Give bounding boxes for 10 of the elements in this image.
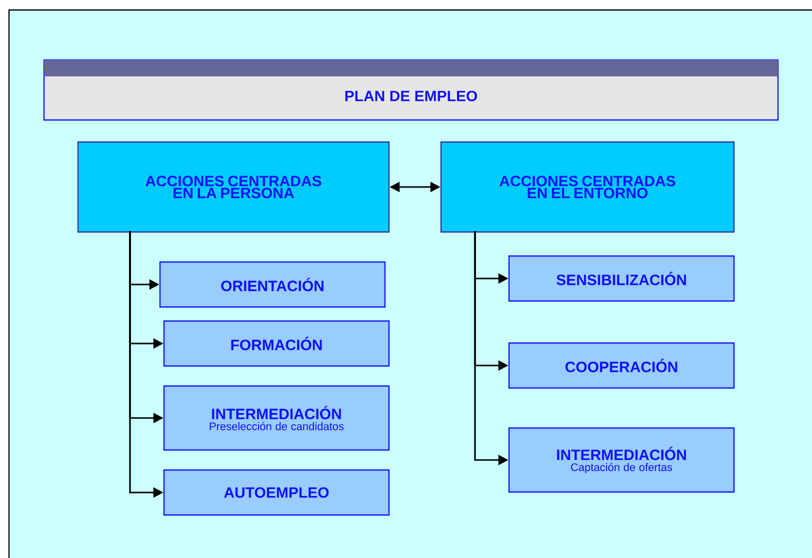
title-banner: PLAN DE EMPLEO — [43, 59, 779, 121]
category-box: ACCIONES CENTRADAS EN EL ENTORNO — [440, 141, 735, 233]
action-box: ORIENTACIÓN — [159, 261, 386, 308]
action-box: AUTOEMPLEO — [163, 469, 390, 516]
action-box: INTERMEDIACIÓN Captación de ofertas — [508, 427, 735, 493]
action-box: INTERMEDIACIÓN Preselección de candidatos — [163, 385, 390, 451]
action-box: COOPERACIÓN — [508, 342, 735, 389]
action-box: FORMACIÓN — [163, 320, 390, 367]
action-box: SENSIBILIZACIÓN — [508, 255, 735, 302]
category-box: ACCIONES CENTRADAS EN LA PERSONA — [77, 141, 390, 233]
